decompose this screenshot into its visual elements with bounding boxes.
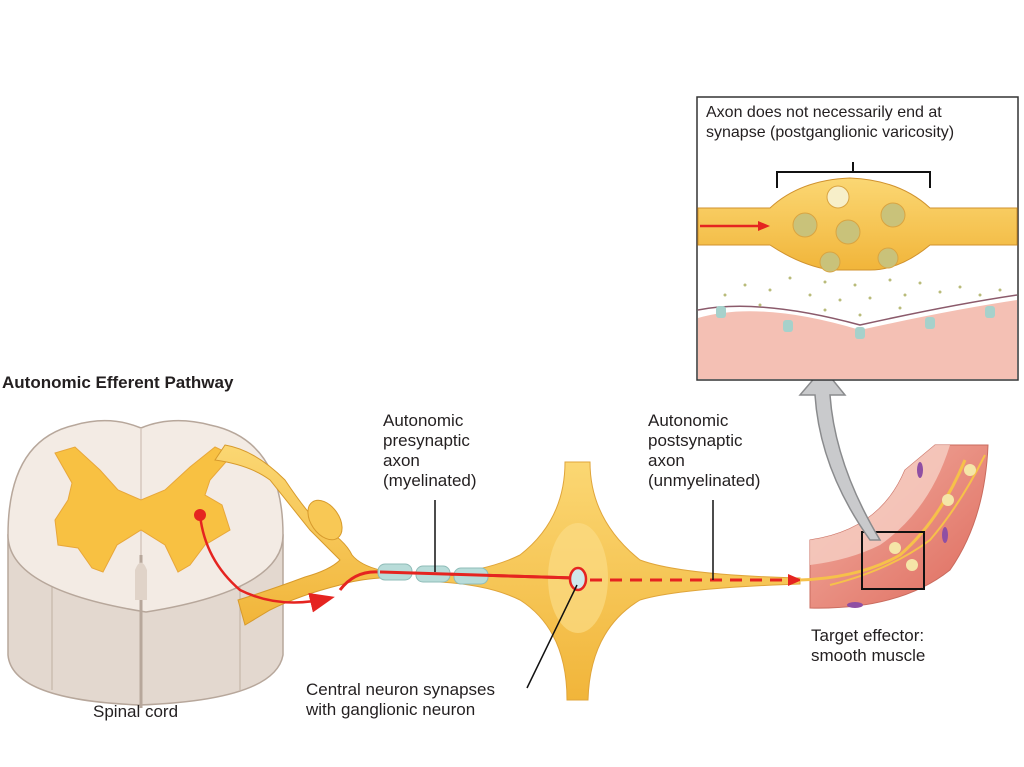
inset-caption: Axon does not necessarily end at synapse…: [706, 104, 955, 141]
spinal-cord-label: Spinal cord: [93, 702, 179, 721]
presynaptic-axon-label: Autonomic presynaptic axon (myelinated): [383, 411, 477, 490]
magnify-arrow-icon: [798, 366, 882, 541]
presynaptic-axon: [194, 509, 588, 613]
synapse-label: Central neuron synapses with ganglionic …: [306, 680, 496, 719]
target-effector-label: Target effector: smooth muscle: [811, 626, 926, 665]
spinal-nerve: [214, 444, 381, 626]
diagram-title: Autonomic Efferent Pathway: [2, 373, 234, 392]
smooth-muscle: [799, 444, 989, 609]
postsynaptic-axon-label: Autonomic postsynaptic axon (unmyelinate…: [648, 411, 761, 490]
preganglionic-cell-body: [194, 509, 206, 521]
synapse-marker: [568, 566, 588, 592]
arrow-icon: [788, 574, 802, 586]
leader-line: [526, 584, 578, 689]
varicosity-inset: [696, 96, 1019, 381]
spinal-cord: [7, 419, 284, 708]
zoom-box: [861, 531, 925, 590]
